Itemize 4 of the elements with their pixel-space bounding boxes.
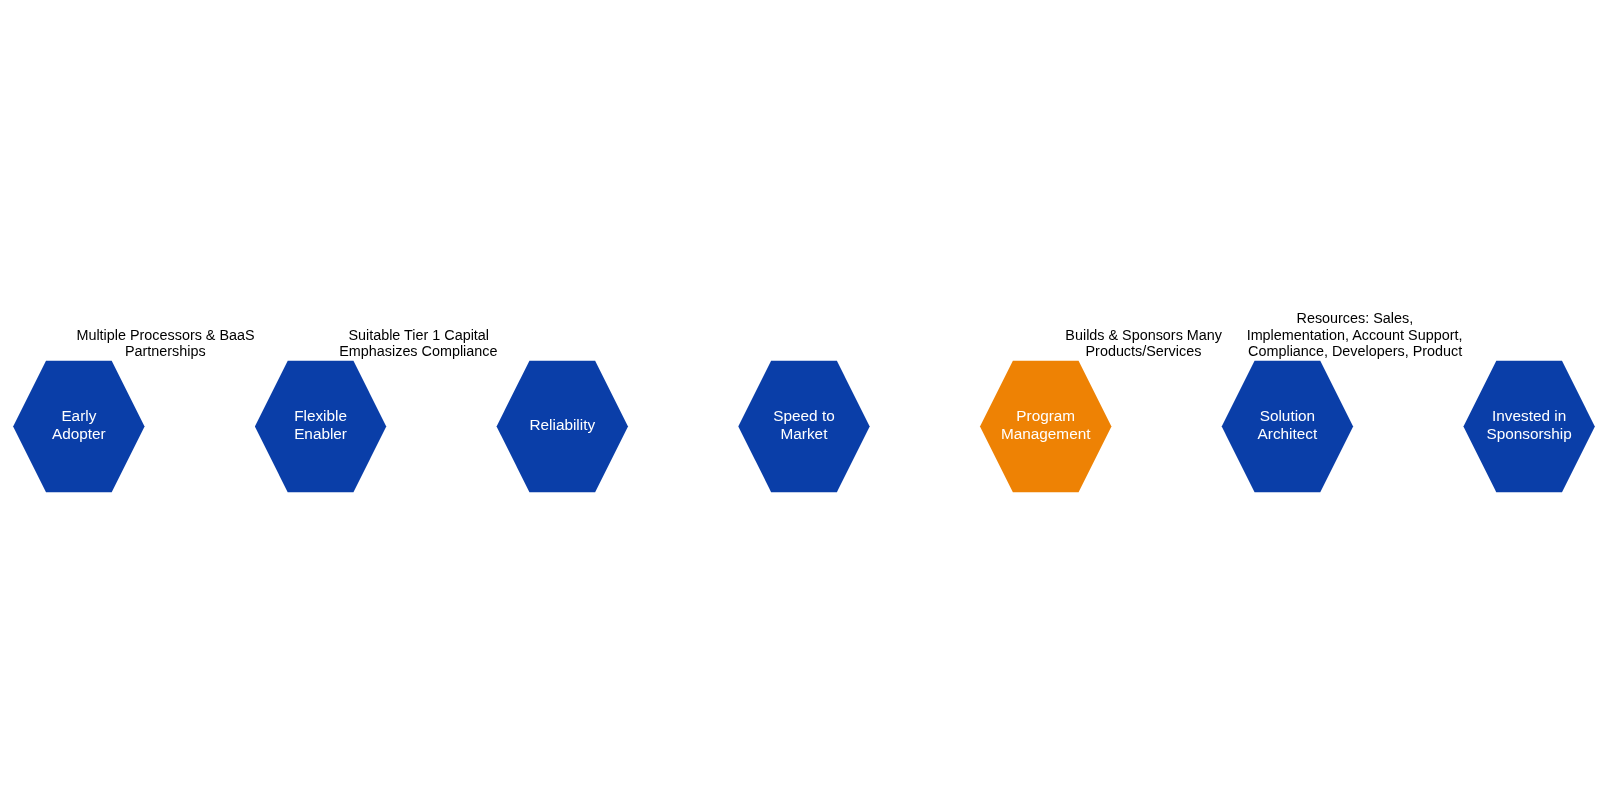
- node-label: Multiple Processors & BaaS Partnerships: [76, 326, 255, 359]
- node-label: Resources: Sales, Implementation, Account Support, Compliance, Developers, Product: [1246, 309, 1463, 359]
- node-label: Suitable Tier 1 Capital Emphasizes Compliance: [339, 326, 498, 359]
- node-label: Builds & Sponsors Many Products/Services: [1065, 326, 1222, 359]
